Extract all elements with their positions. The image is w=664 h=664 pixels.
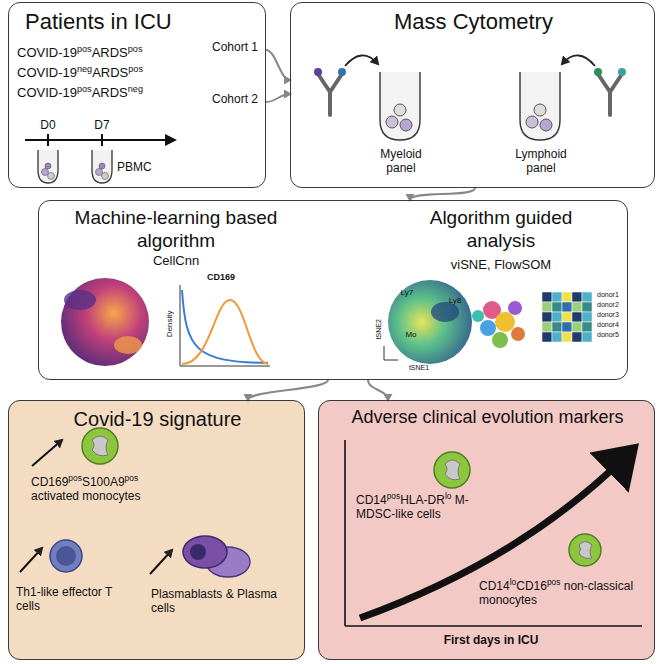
heatmap-cell	[582, 322, 592, 332]
heatmap-cell	[562, 322, 572, 332]
plot-label: donor5	[597, 331, 627, 339]
box-heading: Covid-19 signature	[11, 407, 304, 431]
plot-label: PBMC	[117, 160, 157, 174]
heatmap-cell	[552, 332, 562, 342]
heatmap-cell	[542, 312, 552, 322]
plot-label: CD169	[200, 272, 242, 283]
edge-label: Cohort 1	[212, 40, 268, 54]
panel-box: Machine-learning based algorithmCellCnn A…	[38, 200, 628, 380]
panel-box: Adverse clinical evolution markersCD14po…	[318, 400, 655, 660]
heatmap-cell	[582, 332, 592, 342]
heatmap-cell	[552, 292, 562, 302]
flow-arrow	[368, 380, 388, 400]
heatmap-cell	[542, 302, 552, 312]
flow-arrow	[410, 188, 475, 200]
heatmap-cell	[542, 292, 552, 302]
plot-label: tSNE2	[375, 312, 383, 346]
plot-label: donor3	[597, 311, 627, 319]
plot-label: D0	[34, 118, 62, 132]
box-heading: Mass Cytometry	[296, 9, 651, 35]
plot-label: Density	[165, 302, 175, 346]
flow-arrow	[248, 380, 328, 400]
box-text: First days in ICU	[391, 633, 591, 647]
box-text: COVID-19negARDSpos	[17, 65, 202, 81]
box-text: CD14posHLA-DRlo M-MDSC-like cells	[356, 493, 506, 522]
plot-label: Ly8	[444, 296, 466, 306]
plot-label: donor1	[597, 291, 627, 299]
heatmap-cell	[562, 302, 572, 312]
heatmap-cell	[572, 302, 582, 312]
flow-arrow	[266, 94, 290, 102]
edge-label: Cohort 2	[212, 92, 268, 106]
heatmap-cell	[582, 312, 592, 322]
heatmap-cell	[542, 332, 552, 342]
box-heading: Machine-learning based algorithm	[51, 207, 301, 253]
heatmap-cell	[542, 322, 552, 332]
heatmap-cell	[552, 302, 562, 312]
heatmap-cell	[582, 292, 592, 302]
box-text: CellCnn	[131, 253, 221, 269]
panel-fill	[8, 400, 305, 660]
box-heading: Patients in ICU	[25, 9, 255, 35]
heatmap-cell	[562, 292, 572, 302]
box-text: Th1-like effector T cells	[16, 585, 131, 614]
plot-label: donor4	[597, 321, 627, 329]
flow-arrow	[266, 50, 290, 80]
heatmap-cell	[552, 322, 562, 332]
panel-fill	[318, 400, 655, 660]
box-text: COVID-19posARDSpos	[17, 45, 202, 61]
heatmap-cell	[572, 332, 582, 342]
plot-label: Ly7	[396, 288, 418, 298]
heatmap-cell	[572, 312, 582, 322]
heatmap-cell	[562, 312, 572, 322]
box-text: Myeloid panel	[369, 147, 433, 176]
box-text: CD169posS100A9pos activated monocytes	[31, 475, 181, 504]
box-text: viSNE, FlowSOM	[441, 257, 561, 273]
plot-label: donor2	[597, 301, 627, 309]
heatmap-cell	[582, 302, 592, 312]
panel-box: Covid-19 signatureCD169posS100A9pos acti…	[8, 400, 305, 660]
heatmap-cell	[562, 332, 572, 342]
box-text: Lymphoid panel	[506, 147, 576, 176]
box-text: Algorithm guided analysis	[401, 207, 601, 253]
box-text: CD14loCD16pos non-classical monocytes	[479, 579, 639, 608]
plot-label: tSNE1	[402, 364, 436, 372]
box-heading: Adverse clinical evolution markers	[323, 407, 652, 429]
heatmap-cell	[552, 312, 562, 322]
box-text: COVID-19posARDSneg	[17, 85, 202, 101]
box-text: Plasmablasts & Plasma cells	[151, 587, 281, 616]
heatmap-cell	[572, 322, 582, 332]
panel-box: Mass CytometryMyeloid panel Lymphoid pane…	[290, 2, 655, 188]
heatmap-cell	[572, 292, 582, 302]
plot-label: Mo	[400, 330, 422, 340]
plot-label: D7	[88, 118, 116, 132]
